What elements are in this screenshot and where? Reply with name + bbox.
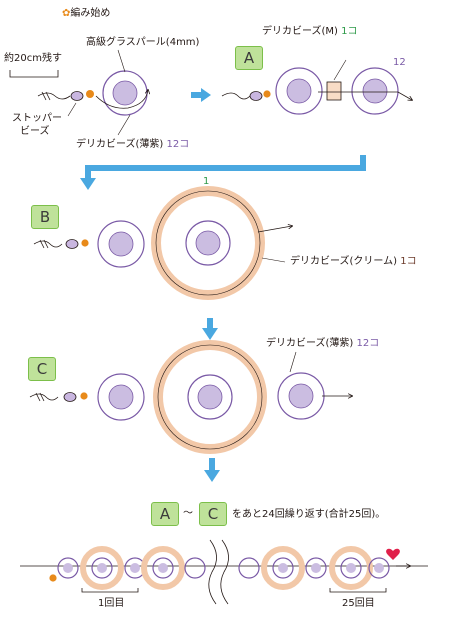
- start-flower-icon: ✿: [62, 8, 71, 19]
- stopper-label-1: ストッパー: [12, 113, 62, 124]
- remaining-label: 約20cm残す: [4, 53, 62, 64]
- stage-c: [29, 340, 352, 454]
- bracelet-last-label: 25回目: [342, 598, 375, 609]
- step-a-badge: A: [235, 46, 263, 70]
- legend-start: ✿編み始め: [62, 8, 110, 20]
- length-bracket: [9, 70, 59, 78]
- count-marker: 1: [203, 176, 210, 187]
- glass-pearl: [112, 80, 138, 106]
- break-mark: [208, 539, 217, 605]
- repeat-tilde: 〜: [183, 508, 193, 519]
- bracelet-strip: [20, 539, 428, 605]
- stage-a-left: [9, 49, 148, 136]
- stage-b: [33, 186, 292, 300]
- stopper-label-2: ビーズ: [20, 126, 50, 137]
- bracelet-unit-25: [329, 546, 390, 590]
- step-c-badge: C: [28, 357, 56, 381]
- repeat-from-badge: A: [151, 502, 179, 526]
- stopper-bead: [70, 91, 84, 101]
- start-label: 編み始め: [70, 8, 111, 19]
- m-bead: [326, 81, 342, 101]
- flow-arrow-b: [85, 155, 366, 180]
- lavender-label-c: デリカビーズ(薄紫) 12コ: [266, 338, 380, 349]
- heart-icon: [386, 548, 400, 560]
- repeat-to-badge: C: [199, 502, 227, 526]
- bracelet-first-label: 1回目: [98, 598, 125, 609]
- bracelet-unit-1: [57, 546, 146, 590]
- lavender-label-a: デリカビーズ(薄紫) 12コ: [76, 139, 190, 150]
- repeat-text: をあと24回繰り返す(合計25回)。: [232, 509, 386, 520]
- thread-tail: [37, 92, 71, 100]
- start-flower-icon: [86, 90, 94, 98]
- lavender-ring-a2: [275, 67, 323, 115]
- stage-a-right: [221, 59, 412, 115]
- step-b-badge: B: [31, 205, 59, 229]
- pearl-label: 高級グラスパール(4mm): [86, 37, 200, 48]
- lavender-ring-new: [351, 67, 399, 115]
- cream-label: デリカビーズ(クリーム) 1コ: [290, 256, 417, 267]
- m-label: デリカビーズ(M) 1コ: [262, 26, 358, 37]
- ring-count: 12: [393, 57, 406, 68]
